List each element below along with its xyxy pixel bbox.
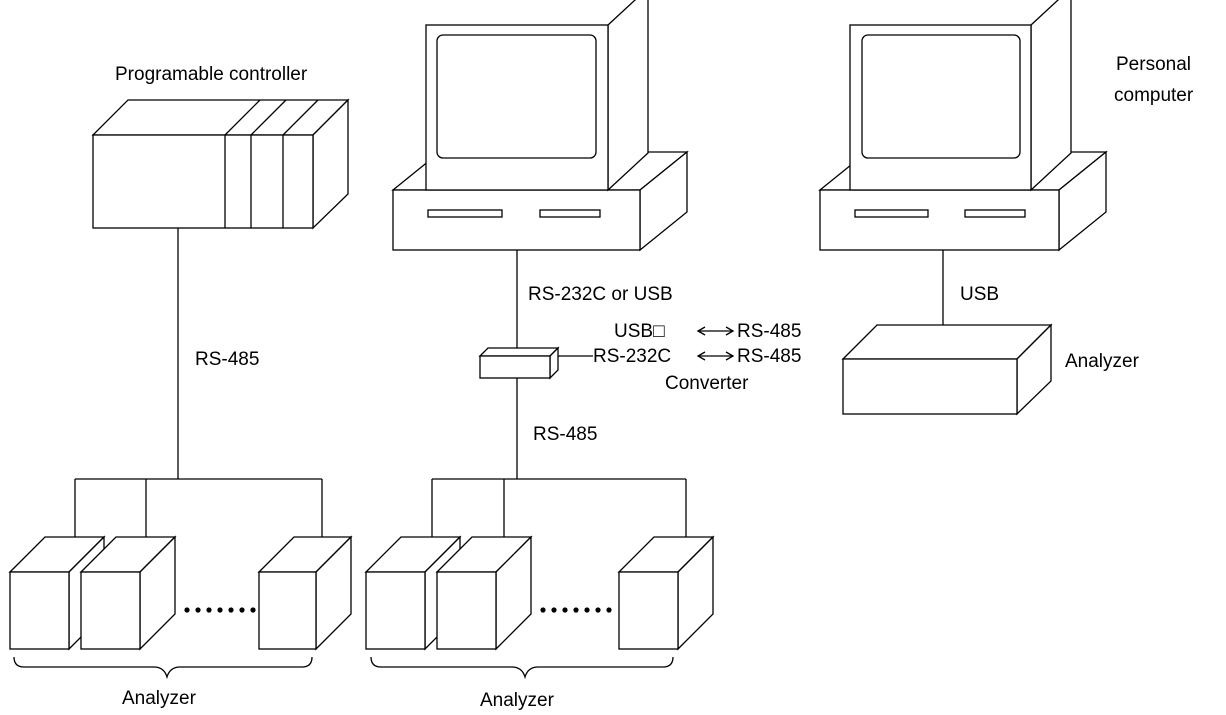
converter-rs232c-label: RS-232C bbox=[593, 346, 672, 367]
right-analyzer bbox=[841, 323, 1053, 416]
converter-box bbox=[478, 346, 560, 380]
personal-label: Personal bbox=[1116, 54, 1191, 75]
left-analyzer-2 bbox=[79, 535, 177, 651]
middle-analyzer-2 bbox=[435, 535, 533, 651]
middle-bus bbox=[431, 250, 687, 537]
double-arrow-icon bbox=[696, 351, 735, 361]
middle-pc bbox=[391, 0, 689, 252]
converter-usb-label: USB□ bbox=[614, 321, 665, 342]
analyzer-middle-label: Analyzer bbox=[480, 690, 554, 711]
left-analyzer-brace bbox=[13, 656, 313, 680]
plc-device bbox=[91, 98, 350, 230]
left-analyzer-3 bbox=[257, 535, 353, 651]
right-pc bbox=[818, 0, 1108, 252]
rs485-middle-label: RS-485 bbox=[533, 424, 598, 445]
plc-label: Programable controller bbox=[115, 64, 308, 85]
analyzer-right-label: Analyzer bbox=[1065, 351, 1139, 372]
rs485-left-label: RS-485 bbox=[195, 349, 260, 370]
left-bus bbox=[74, 228, 323, 537]
analyzer-left-label: Analyzer bbox=[122, 688, 196, 709]
middle-analyzer-3 bbox=[617, 535, 715, 651]
middle-analyzer-brace bbox=[370, 656, 674, 680]
pc-connection-label: RS-232C or USB bbox=[528, 284, 673, 305]
left-ellipsis-dots bbox=[184, 607, 256, 613]
computer-label: computer bbox=[1114, 85, 1194, 106]
usb-right-label: USB bbox=[960, 284, 1000, 305]
middle-ellipsis-dots bbox=[540, 607, 612, 613]
double-arrow-icon bbox=[696, 326, 735, 336]
converter-rs485-label-1: RS-485 bbox=[737, 321, 802, 342]
converter-label: Converter bbox=[665, 373, 749, 394]
converter-rs485-label-2: RS-485 bbox=[737, 346, 802, 367]
